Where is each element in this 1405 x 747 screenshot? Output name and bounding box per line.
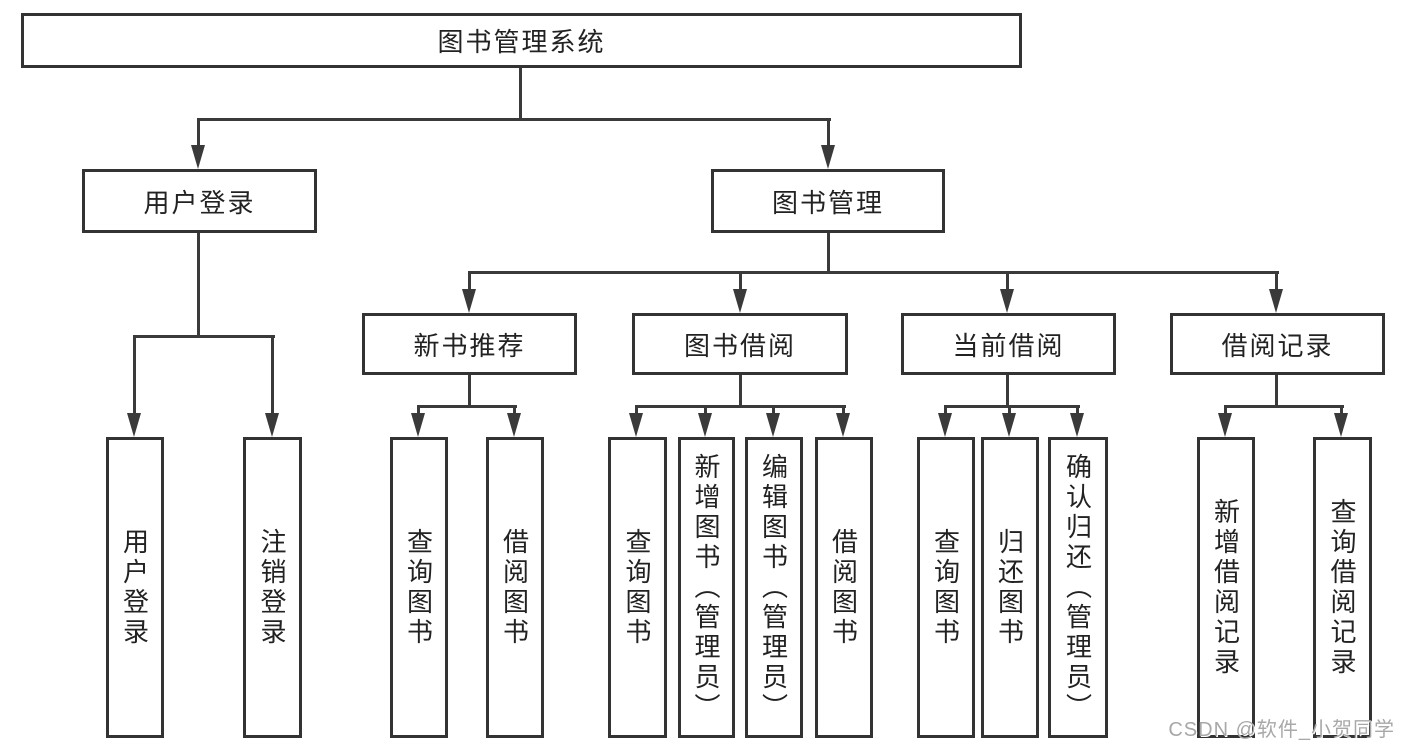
node-leaf-search-borrow-record: 查询借阅记录: [1313, 437, 1372, 738]
arrowhead-icon: [1000, 289, 1014, 313]
arrowhead-icon: [698, 413, 712, 437]
arrowhead-icon: [1269, 289, 1283, 313]
connector-line: [1275, 375, 1278, 408]
arrowhead-icon: [629, 413, 643, 437]
connector-line: [417, 405, 420, 417]
arrowhead-icon: [821, 145, 835, 169]
node-leaf-borrow-books-recommend: 借阅图书: [486, 437, 544, 738]
node-book-management-system: 图书管理系统: [21, 13, 1022, 68]
node-label: 图书管理系统: [437, 27, 606, 57]
connector-line: [271, 335, 274, 417]
node-leaf-confirm-return-admin: 确认归还（管理员）: [1048, 437, 1108, 738]
node-leaf-edit-books-admin: 编辑图书（管理员）: [745, 437, 803, 738]
connector-line: [513, 405, 516, 417]
node-new-book-recommendation: 新书推荐: [362, 313, 577, 375]
node-label: 当前借阅: [952, 330, 1065, 361]
node-label: 借阅记录: [1221, 330, 1334, 361]
node-label: 借阅图书: [828, 527, 859, 648]
node-label: 编辑图书（管理员）: [758, 452, 789, 723]
node-borrowing-records: 借阅记录: [1170, 313, 1385, 375]
node-leaf-search-books-recommend: 查询图书: [390, 437, 448, 738]
connector-line: [197, 233, 200, 338]
node-label: 用户登录: [119, 527, 150, 648]
node-leaf-return-books: 归还图书: [981, 437, 1039, 738]
arrowhead-icon: [1334, 413, 1348, 437]
node-label: 新书推荐: [413, 330, 526, 361]
arrowhead-icon: [1070, 413, 1084, 437]
arrowhead-icon: [411, 413, 425, 437]
connector-line: [1224, 405, 1344, 408]
node-user-login: 用户登录: [82, 169, 317, 233]
node-label: 借阅图书: [499, 527, 530, 648]
connector-line: [197, 118, 200, 147]
arrowhead-icon: [462, 289, 476, 313]
node-leaf-search-books-borrow: 查询图书: [608, 437, 667, 738]
arrowhead-icon: [938, 413, 952, 437]
connector-line: [944, 405, 947, 417]
connector-line: [944, 405, 1080, 408]
node-book-borrowing: 图书借阅: [632, 313, 848, 375]
connector-line: [635, 405, 638, 417]
node-label: 确认归还（管理员）: [1062, 452, 1093, 723]
node-label: 图书借阅: [683, 330, 796, 361]
node-label: 新增借阅记录: [1210, 497, 1241, 678]
connector-line: [739, 375, 742, 408]
connector-line: [635, 405, 846, 408]
connector-line: [468, 271, 1279, 274]
node-label: 图书管理: [771, 187, 884, 218]
node-leaf-search-books-current: 查询图书: [917, 437, 975, 738]
connector-line: [842, 405, 845, 417]
arrowhead-icon: [836, 413, 850, 437]
connector-line: [1224, 405, 1227, 417]
node-leaf-user-login: 用户登录: [106, 437, 164, 738]
connector-line: [197, 118, 831, 121]
node-label: 查询图书: [622, 527, 652, 648]
node-label: 新增图书（管理员）: [691, 452, 721, 723]
arrowhead-icon: [507, 413, 521, 437]
connector-line: [468, 271, 471, 293]
connector-line: [704, 405, 707, 417]
arrowhead-icon: [191, 145, 205, 169]
connector-line: [1008, 405, 1011, 417]
node-leaf-add-borrow-record: 新增借阅记录: [1197, 437, 1255, 738]
connector-line: [739, 271, 742, 293]
node-label: 注销登录: [257, 527, 287, 648]
connector-line: [827, 118, 830, 147]
node-label: 归还图书: [994, 527, 1025, 648]
node-book-management: 图书管理: [711, 169, 945, 233]
arrowhead-icon: [265, 413, 279, 437]
connector-line: [1006, 271, 1009, 293]
connector-line: [1275, 271, 1278, 293]
connector-line: [133, 335, 136, 417]
node-current-borrowing: 当前借阅: [901, 313, 1116, 375]
node-label: 查询借阅记录: [1327, 497, 1357, 678]
node-leaf-borrow-books: 借阅图书: [815, 437, 873, 738]
node-leaf-add-books-admin: 新增图书（管理员）: [678, 437, 735, 738]
node-label: 查询图书: [403, 527, 434, 648]
connector-line: [468, 375, 471, 408]
node-leaf-logout: 注销登录: [243, 437, 302, 738]
node-label: 查询图书: [930, 527, 961, 648]
connector-line: [1076, 405, 1079, 417]
connector-line: [1340, 405, 1343, 417]
arrowhead-icon: [733, 289, 747, 313]
connector-line: [827, 233, 830, 273]
connector-line: [772, 405, 775, 417]
arrowhead-icon: [1002, 413, 1016, 437]
arrowhead-icon: [127, 413, 141, 437]
connector-line: [1006, 375, 1009, 408]
arrowhead-icon: [1218, 413, 1232, 437]
connector-line: [417, 405, 517, 408]
node-label: 用户登录: [143, 187, 256, 218]
csdn-watermark: CSDN @软件_小贺同学: [1168, 719, 1395, 741]
connector-line: [519, 66, 522, 120]
arrowhead-icon: [766, 413, 780, 437]
connector-line: [133, 335, 275, 338]
